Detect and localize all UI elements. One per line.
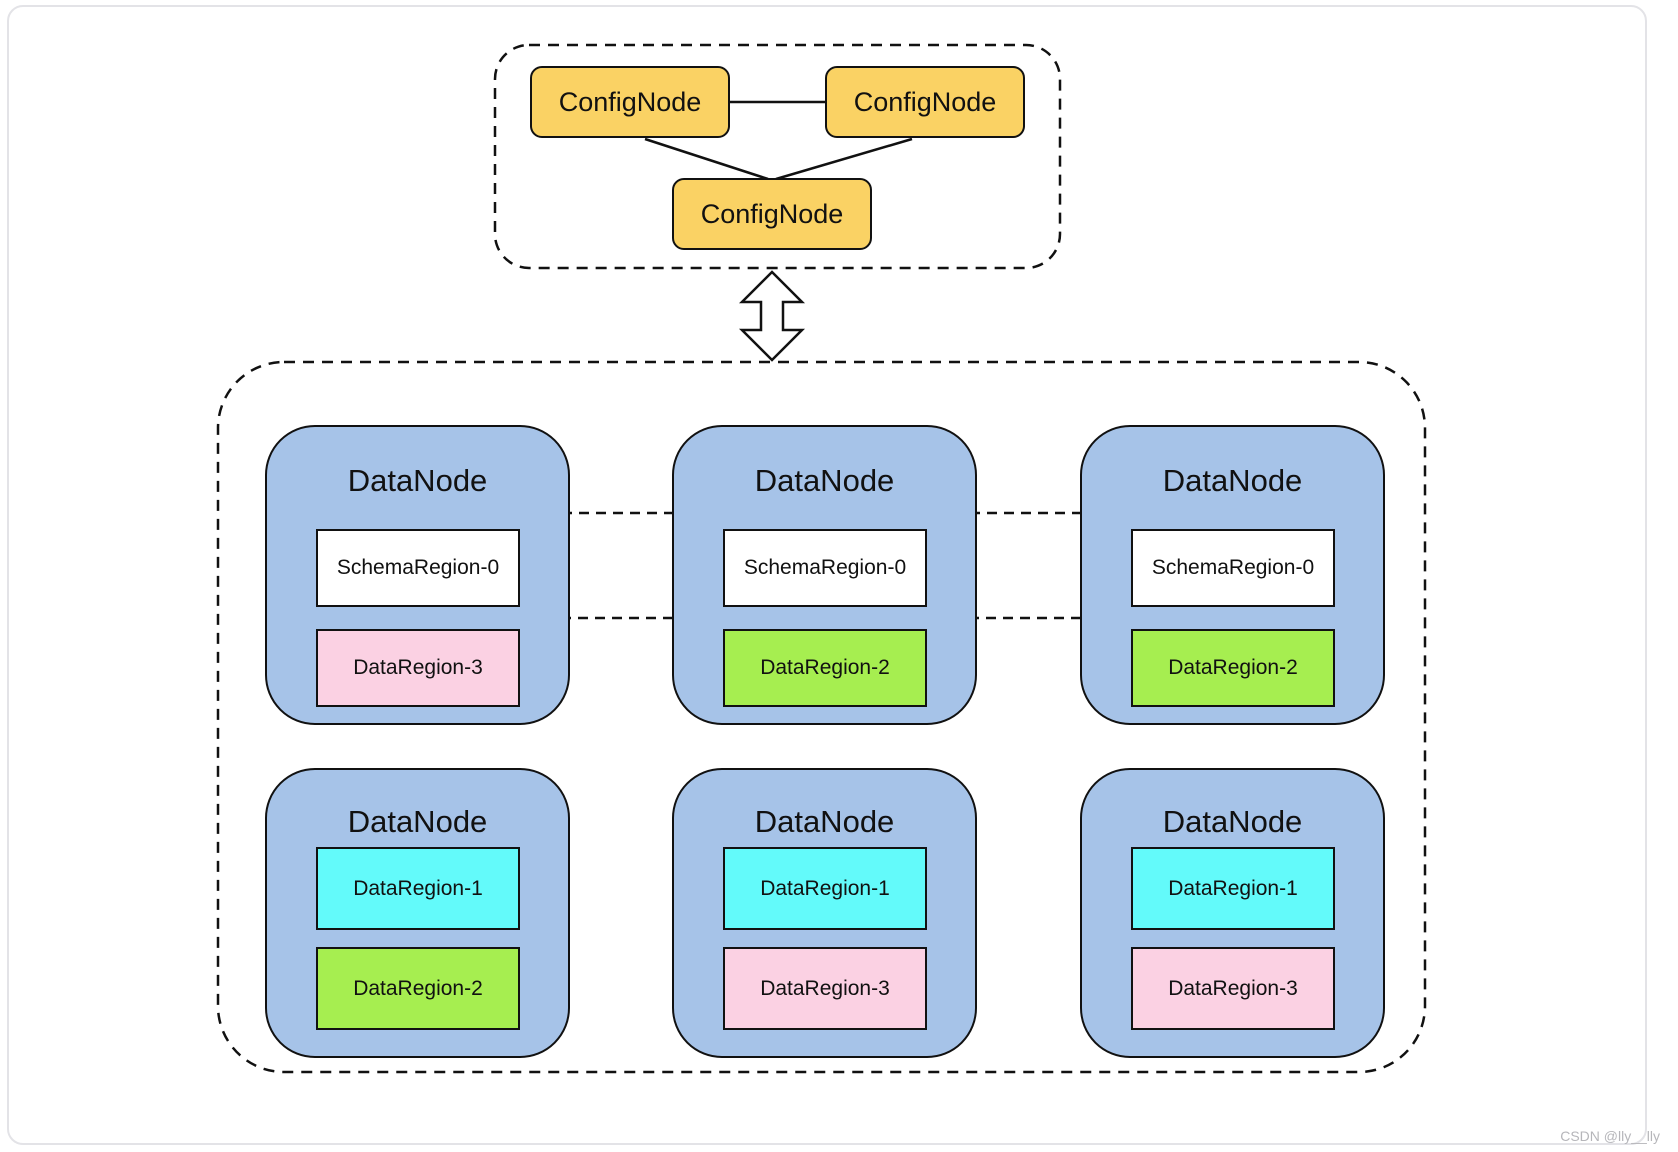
region-label: DataRegion-1 (353, 876, 483, 900)
data-region-box: DataRegion-3 (1131, 947, 1335, 1030)
schema-region-box: SchemaRegion-0 (316, 529, 520, 607)
data-region-box: DataRegion-1 (316, 847, 520, 930)
config-node-label: ConfigNode (558, 86, 702, 117)
data-region-box: DataRegion-2 (723, 629, 927, 707)
region-label: DataRegion-2 (760, 656, 890, 679)
region-label: SchemaRegion-0 (743, 556, 907, 579)
config-node: ConfigNode (672, 178, 872, 250)
region-label: SchemaRegion-0 (336, 556, 500, 579)
config-node: ConfigNode (825, 66, 1025, 138)
schema-region-box: SchemaRegion-0 (723, 529, 927, 607)
data-region-box: DataRegion-2 (316, 947, 520, 1030)
region-label: DataRegion-1 (1168, 876, 1298, 900)
region-label: DataRegion-2 (353, 976, 483, 1000)
config-node-label: ConfigNode (853, 86, 997, 117)
data-node: DataNode SchemaRegion-0 DataRegion-3 (265, 425, 570, 725)
data-node: DataNode DataRegion-1 DataRegion-2 (265, 768, 570, 1058)
data-node: DataNode SchemaRegion-0 DataRegion-2 (672, 425, 977, 725)
data-node-title: DataNode (754, 463, 895, 498)
data-region-box: DataRegion-1 (723, 847, 927, 930)
config-node: ConfigNode (530, 66, 730, 138)
data-node: DataNode SchemaRegion-0 DataRegion-2 (1080, 425, 1385, 725)
data-region-box: DataRegion-2 (1131, 629, 1335, 707)
region-label: DataRegion-3 (1168, 976, 1298, 1000)
data-region-box: DataRegion-3 (316, 629, 520, 707)
watermark: CSDN @lly__lly (1560, 1128, 1660, 1144)
region-label: DataRegion-3 (353, 656, 483, 679)
config-node-label: ConfigNode (700, 198, 844, 229)
data-node-title: DataNode (754, 804, 895, 839)
schema-region-box: SchemaRegion-0 (1131, 529, 1335, 607)
data-region-box: DataRegion-1 (1131, 847, 1335, 930)
region-label: DataRegion-1 (760, 876, 890, 900)
data-node: DataNode DataRegion-1 DataRegion-3 (672, 768, 977, 1058)
region-label: DataRegion-3 (760, 976, 890, 1000)
region-label: DataRegion-2 (1168, 656, 1298, 679)
data-region-box: DataRegion-3 (723, 947, 927, 1030)
data-node: DataNode DataRegion-1 DataRegion-3 (1080, 768, 1385, 1058)
data-node-title: DataNode (1162, 804, 1303, 839)
region-label: SchemaRegion-0 (1151, 556, 1315, 579)
data-node-title: DataNode (347, 804, 488, 839)
data-node-title: DataNode (1162, 463, 1303, 498)
data-node-title: DataNode (347, 463, 488, 498)
